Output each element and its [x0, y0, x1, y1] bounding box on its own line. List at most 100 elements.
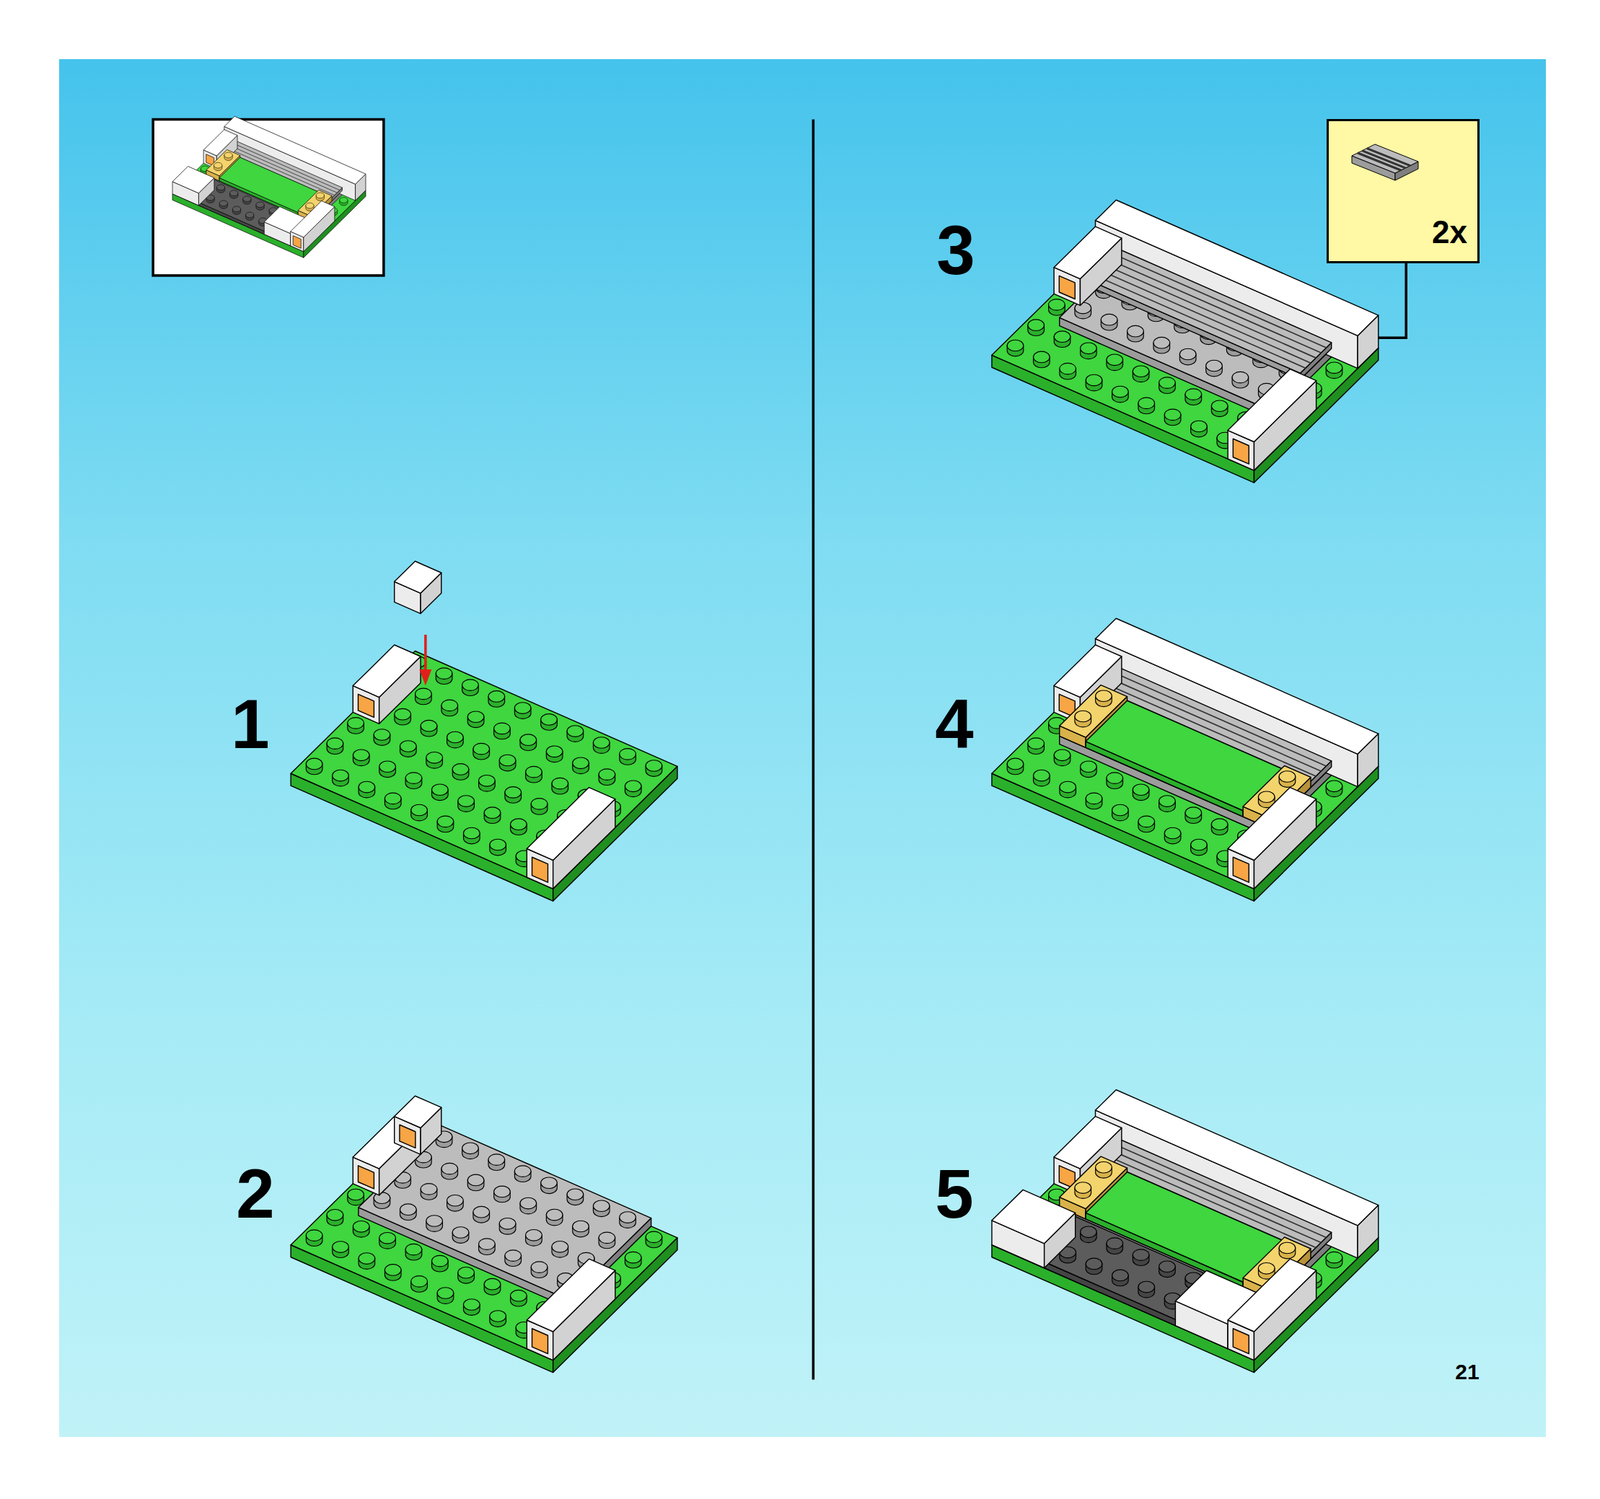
stud — [525, 1229, 543, 1242]
stud — [447, 1194, 464, 1207]
stud — [478, 1238, 496, 1251]
stud — [415, 688, 433, 700]
stud — [1325, 780, 1343, 793]
stud — [1132, 1249, 1150, 1261]
stud — [305, 202, 314, 209]
stud — [214, 162, 223, 169]
stud — [1164, 409, 1181, 421]
stud — [592, 1200, 610, 1212]
divider-line — [812, 119, 816, 1380]
stud — [1080, 761, 1098, 773]
white-slope — [526, 1258, 615, 1332]
stud — [1027, 319, 1045, 332]
stud — [1112, 804, 1129, 816]
step-number: 3 — [936, 215, 975, 285]
stud — [478, 775, 496, 788]
stud — [572, 757, 590, 769]
stud — [216, 184, 225, 191]
grille-line — [1116, 255, 1327, 348]
stud — [624, 1251, 642, 1264]
orange-glass — [1232, 1328, 1249, 1355]
stud — [504, 1250, 522, 1262]
stud — [426, 752, 443, 764]
stud — [384, 792, 402, 805]
stud — [1159, 795, 1176, 808]
stud — [1007, 758, 1024, 770]
stud — [326, 737, 344, 750]
grille-line — [1366, 148, 1411, 166]
stud — [1190, 420, 1208, 433]
move-arrowhead — [419, 669, 432, 687]
stud — [332, 1241, 350, 1254]
stud — [352, 1221, 370, 1233]
stud — [510, 1289, 528, 1302]
stud — [1053, 749, 1071, 762]
stud — [1211, 400, 1228, 412]
stud — [624, 780, 642, 793]
stud — [1325, 1251, 1343, 1264]
stud — [504, 787, 522, 799]
stud — [546, 745, 563, 758]
step-model — [991, 618, 1379, 901]
baseplate — [290, 650, 678, 889]
part-face — [1351, 144, 1419, 174]
stud — [1027, 737, 1045, 750]
stud — [1325, 362, 1343, 374]
stud — [592, 737, 610, 749]
stud — [1048, 299, 1066, 311]
stud — [411, 1276, 428, 1288]
stud — [566, 725, 584, 738]
stud — [1138, 397, 1155, 410]
stud — [473, 743, 490, 755]
part-icon — [1346, 134, 1426, 192]
stud — [489, 1310, 507, 1323]
stud — [1059, 781, 1077, 793]
stud — [1211, 818, 1228, 831]
step-model — [991, 1089, 1379, 1373]
stud — [245, 212, 254, 218]
stud — [1033, 351, 1051, 363]
stud — [1185, 388, 1202, 401]
stud — [1080, 342, 1098, 355]
white-slope — [1227, 787, 1316, 861]
stud — [1074, 710, 1092, 723]
stud — [1190, 838, 1208, 851]
stud — [420, 1183, 438, 1196]
orange-glass — [1058, 275, 1075, 299]
stud — [494, 1185, 511, 1198]
stud — [437, 1287, 454, 1300]
stud — [256, 201, 265, 208]
falling-slope — [394, 561, 442, 593]
stud — [441, 699, 459, 712]
stud — [566, 1188, 584, 1201]
stud — [352, 749, 370, 762]
stud — [411, 804, 428, 816]
stud — [551, 1241, 569, 1254]
stud — [431, 1255, 448, 1267]
stud — [1138, 1281, 1155, 1293]
stud — [645, 760, 663, 772]
stud — [525, 766, 543, 778]
stud — [1164, 827, 1181, 839]
stud — [1112, 385, 1129, 398]
stud — [551, 777, 569, 790]
stud — [489, 838, 507, 851]
stud — [1206, 359, 1223, 372]
stud — [1095, 1161, 1113, 1173]
stud — [510, 818, 528, 831]
stud — [1085, 792, 1103, 805]
stud — [1232, 371, 1249, 384]
white-slope — [1227, 1258, 1316, 1332]
orange-glass — [1232, 438, 1249, 464]
stud — [431, 784, 448, 796]
white-slope — [991, 1189, 1076, 1243]
stud — [347, 1188, 365, 1201]
step-model — [290, 561, 678, 901]
stud — [541, 1177, 558, 1189]
white-slope — [172, 166, 215, 194]
stud — [384, 1264, 402, 1277]
step-number: 4 — [934, 689, 974, 759]
stud — [1074, 1182, 1092, 1194]
white-slope — [352, 1116, 421, 1170]
stud — [1278, 1242, 1296, 1254]
